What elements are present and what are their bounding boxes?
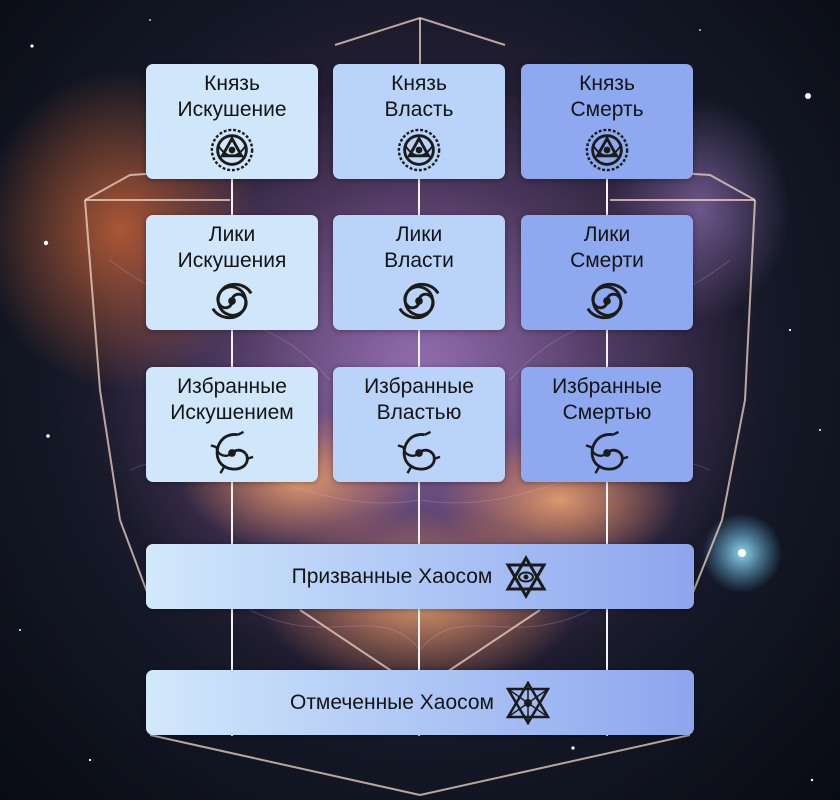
prince-death-box: Князь Смерть xyxy=(521,64,693,179)
chosen-temptation-label: Избранные Искушением xyxy=(170,375,294,424)
faces-death-box: Лики Смерти xyxy=(521,215,693,330)
flame-swirl-icon xyxy=(209,430,255,475)
prince-temptation-label: Князь Искушение xyxy=(177,72,287,121)
knot-emblem-icon xyxy=(210,128,254,172)
prince-death-label: Князь Смерть xyxy=(570,72,644,121)
prince-power-box: Князь Власть xyxy=(333,64,505,179)
faces-temptation-box: Лики Искушения xyxy=(146,215,318,330)
marked-by-chaos-box: Отмеченные Хаосом xyxy=(146,670,694,735)
faces-temptation-label: Лики Искушения xyxy=(177,223,287,272)
chosen-power-label: Избранные Властью xyxy=(364,375,474,424)
star-tetrahedron-icon xyxy=(506,681,550,724)
swirl-vortex-icon xyxy=(398,282,440,320)
called-by-chaos-label: Призванные Хаосом xyxy=(291,564,493,588)
flame-swirl-icon xyxy=(396,430,442,475)
faces-death-label: Лики Смерти xyxy=(570,223,644,272)
faces-power-label: Лики Власти xyxy=(384,223,454,272)
called-by-chaos-box: Призванные Хаосом xyxy=(146,544,694,609)
chosen-death-label: Избранные Смертью xyxy=(552,375,662,424)
chosen-power-box: Избранные Властью xyxy=(333,367,505,482)
chosen-death-box: Избранные Смертью xyxy=(521,367,693,482)
knot-emblem-icon xyxy=(397,128,441,172)
faces-power-box: Лики Власти xyxy=(333,215,505,330)
swirl-vortex-icon xyxy=(211,282,253,320)
knot-emblem-icon xyxy=(585,128,629,172)
hexagram-eye-icon xyxy=(506,556,546,597)
prince-temptation-box: Князь Искушение xyxy=(146,64,318,179)
swirl-vortex-icon xyxy=(586,282,628,320)
flame-swirl-icon xyxy=(584,430,630,475)
chosen-temptation-box: Избранные Искушением xyxy=(146,367,318,482)
prince-power-label: Князь Власть xyxy=(384,72,454,121)
marked-by-chaos-label: Отмеченные Хаосом xyxy=(289,690,494,714)
